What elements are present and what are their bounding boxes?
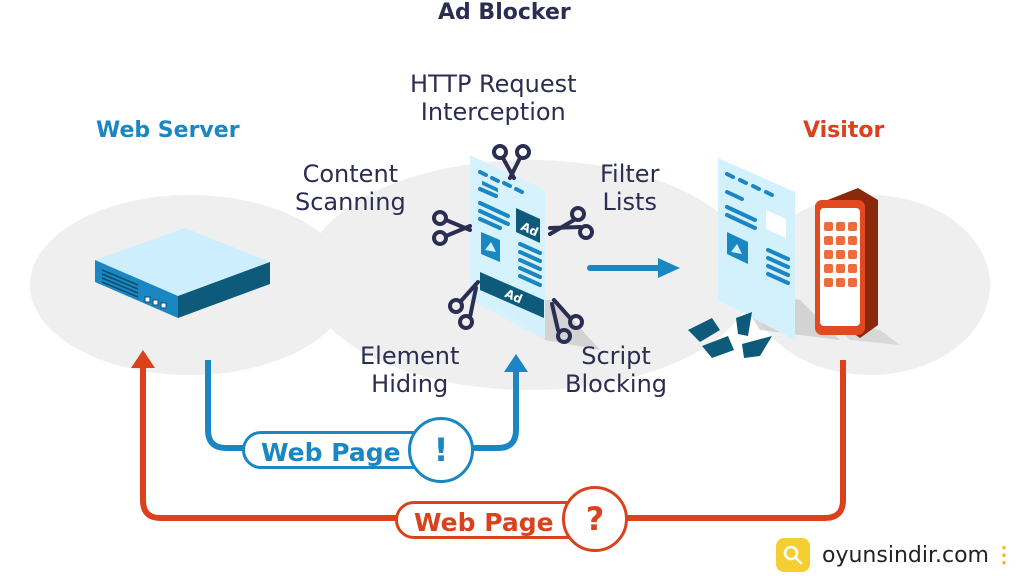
technique-line: Content xyxy=(302,160,399,188)
watermark-text: oyunsindir.com xyxy=(822,542,989,568)
original-flow-arrowhead xyxy=(131,350,155,368)
scissors-icon xyxy=(432,210,472,246)
phone-icon xyxy=(815,188,900,345)
search-icon xyxy=(776,538,810,572)
forward-arrowhead xyxy=(658,258,680,278)
ad-banner-label: Ad xyxy=(503,286,525,306)
visitor-label: Visitor xyxy=(803,118,884,143)
technique-line: Script xyxy=(581,342,651,370)
original-web-page-pill: Web Page xyxy=(395,501,590,539)
web-server-text: Web Server xyxy=(96,118,240,143)
technique-line: Scanning xyxy=(295,188,406,216)
clean-page-icon xyxy=(718,158,840,340)
diagram-title: Ad Blocker xyxy=(438,0,571,25)
technique-line: Element xyxy=(360,342,460,370)
scissors-icon xyxy=(550,298,584,344)
watermark: oyunsindir.com ⋮ xyxy=(776,536,1015,574)
filtered-page-icon xyxy=(470,155,600,350)
technique-line: Interception xyxy=(420,98,566,126)
scissors-icon xyxy=(448,280,480,330)
scissors-icon xyxy=(492,144,531,180)
blocked-status-circle: ! xyxy=(408,417,474,483)
original-status-circle: ? xyxy=(562,486,628,552)
web-server-label: Web Server xyxy=(96,118,240,143)
technique-line: HTTP Request xyxy=(410,70,577,98)
ad-box-label: Ad xyxy=(519,219,541,239)
visitor-text: Visitor xyxy=(803,118,885,143)
technique-line: Blocking xyxy=(565,370,668,398)
technique-line: Filter xyxy=(600,160,660,188)
technique-line: Hiding xyxy=(371,370,449,398)
blocked-flow-arrowhead xyxy=(504,354,528,372)
blocked-web-page-pill: Web Page xyxy=(242,431,432,469)
scissors-icon xyxy=(548,206,594,240)
server-icon xyxy=(95,228,270,318)
dots-icon: ⋮ xyxy=(992,542,1015,567)
torn-ad-pieces-icon xyxy=(688,312,772,358)
technique-line: Lists xyxy=(602,188,657,216)
